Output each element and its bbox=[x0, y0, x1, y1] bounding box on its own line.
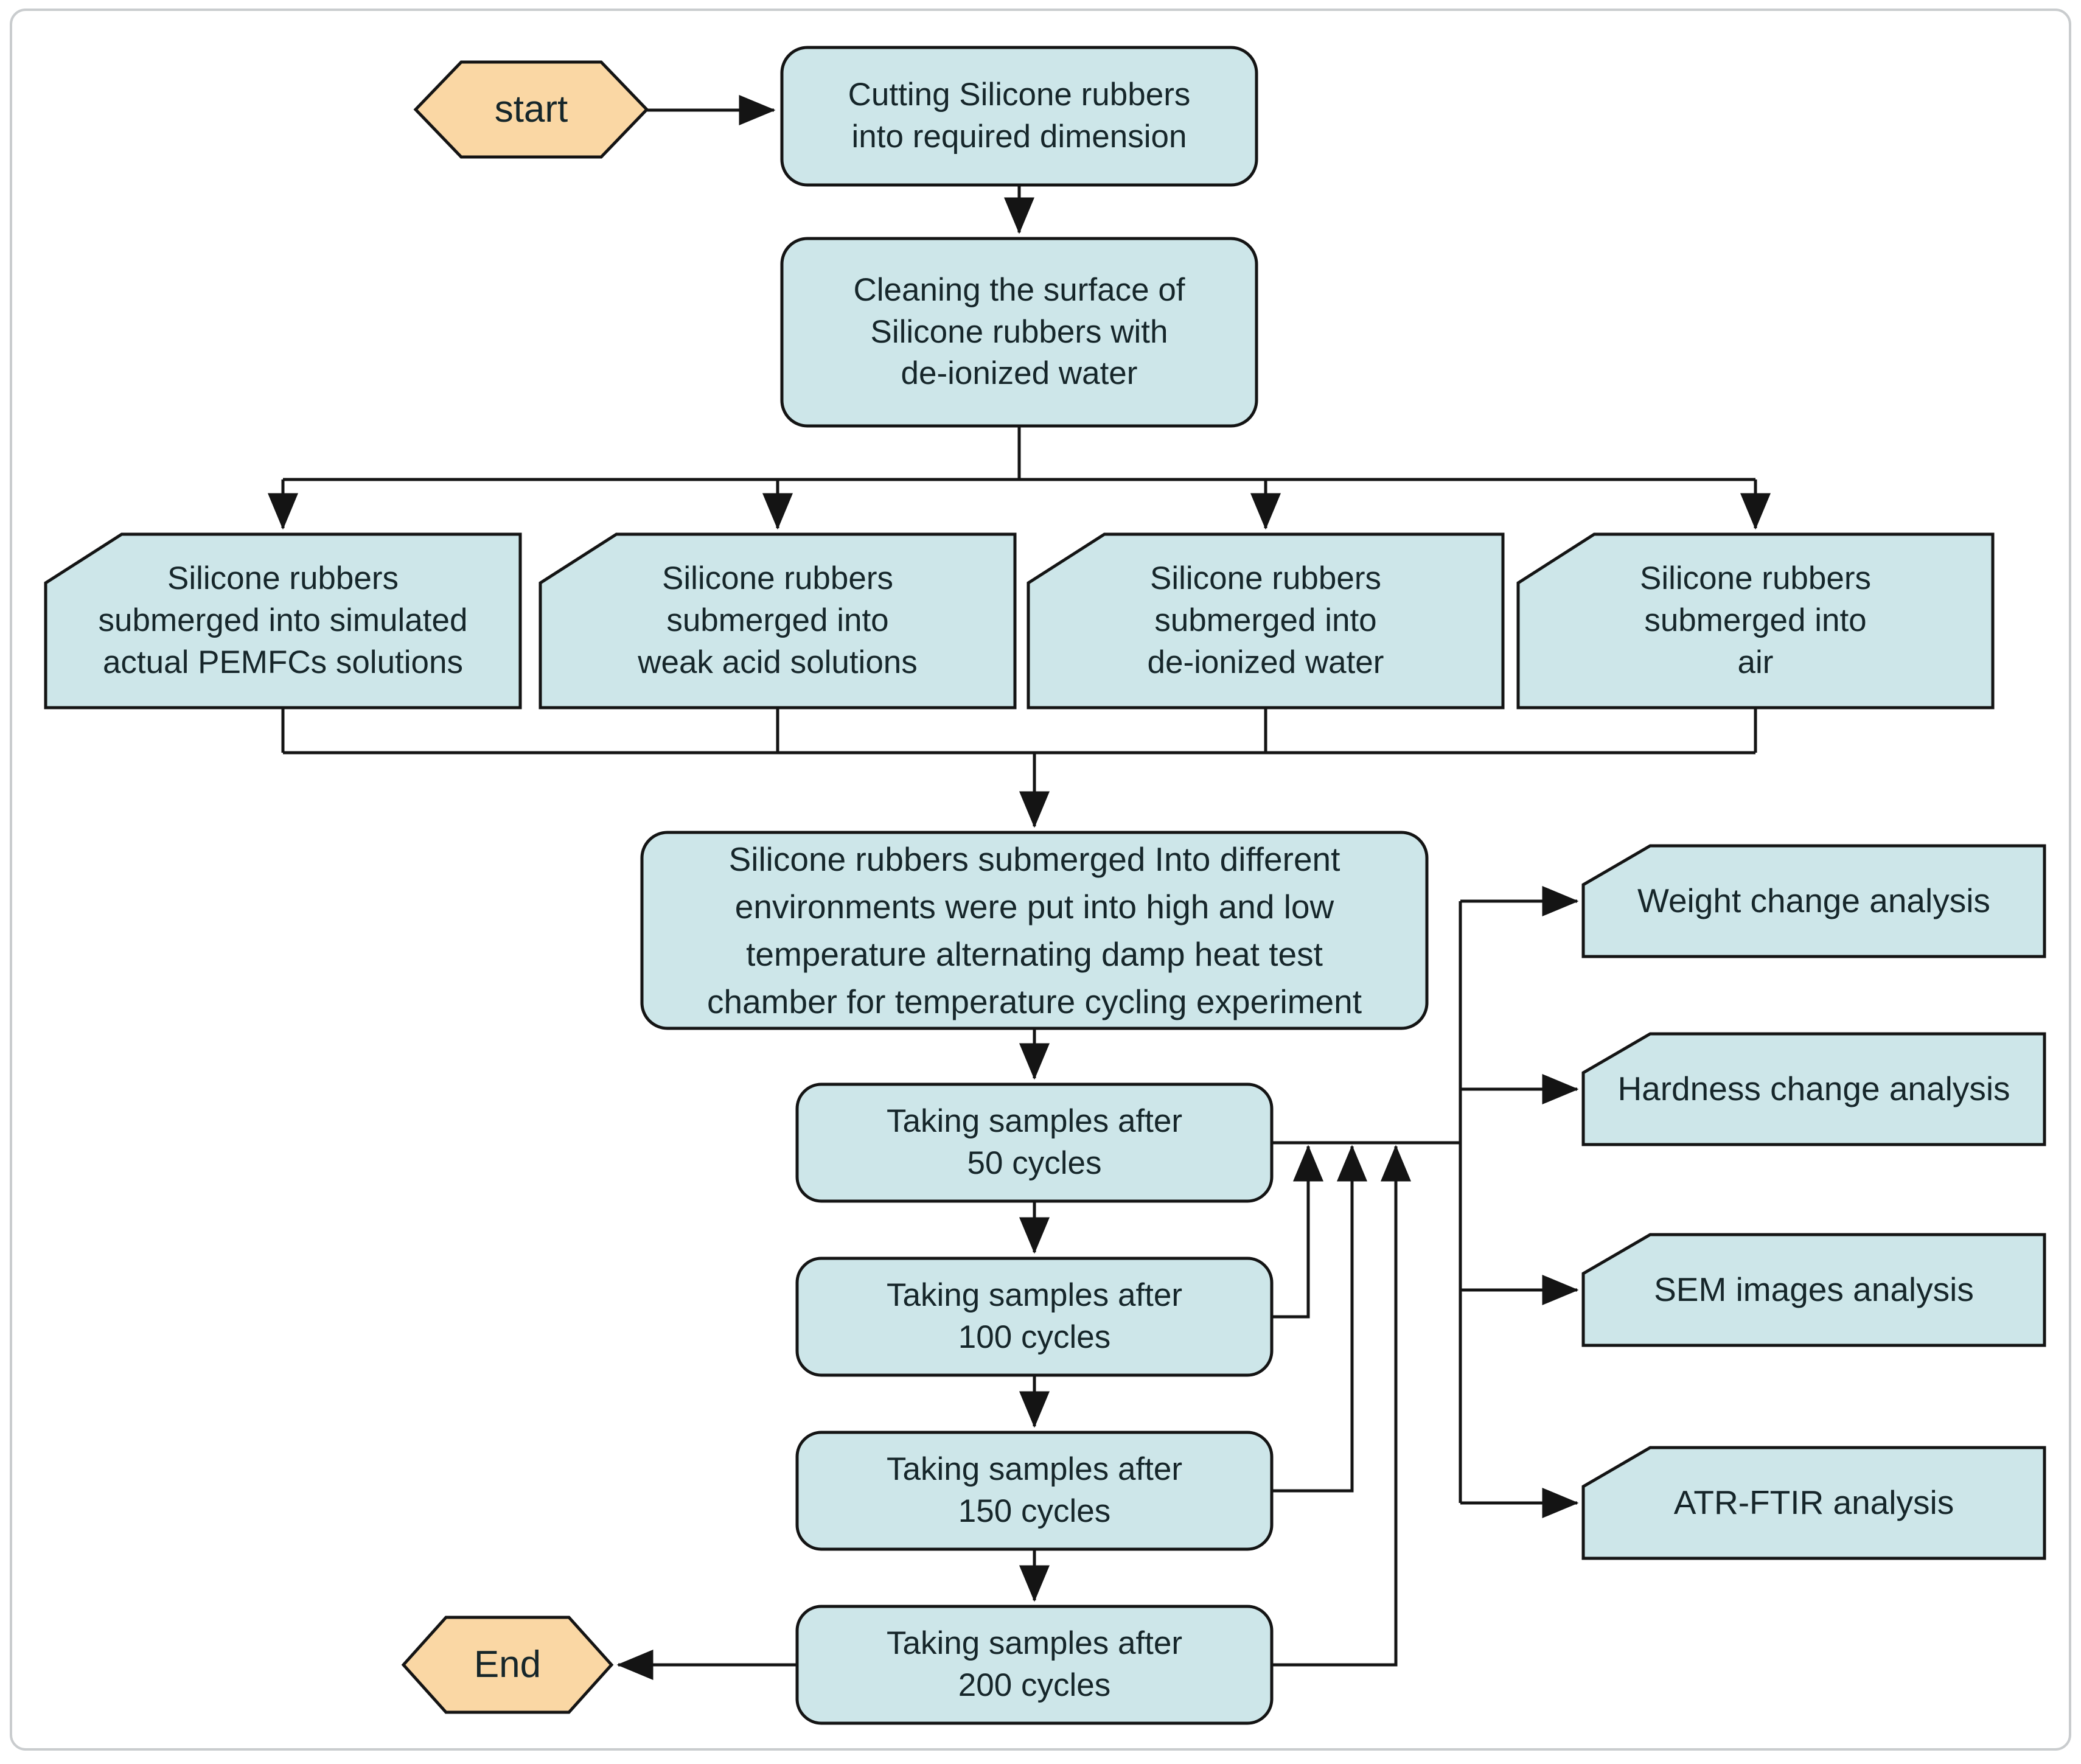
node-shape-cutting bbox=[780, 46, 1258, 187]
node-shape-samples200 bbox=[795, 1605, 1274, 1725]
node-label-end: End bbox=[473, 1643, 542, 1686]
node-shape-env-di-water bbox=[1027, 532, 1505, 709]
node-label-samples150: Taking samples after 150 cycles bbox=[886, 1451, 1183, 1529]
node-shape-hardness-analysis bbox=[1581, 1032, 2046, 1146]
node-label-samples100: Taking samples after 100 cycles bbox=[886, 1277, 1183, 1355]
node-label-env-air: Silicone rubbers submerged into air bbox=[1639, 560, 1872, 680]
node-shape-layer bbox=[44, 46, 2046, 1725]
connector-layer bbox=[268, 95, 1771, 1680]
node-shape-weight-analysis bbox=[1581, 844, 2046, 958]
node-label-weight-analysis: Weight change analysis bbox=[1637, 882, 1990, 920]
node-label-atr-analysis: ATR-FTIR analysis bbox=[1673, 1483, 1954, 1522]
node-shape-env-air bbox=[1516, 532, 1995, 709]
node-label-env-weak-acid: Silicone rubbers submerged into weak aci… bbox=[638, 560, 918, 680]
node-shape-atr-analysis bbox=[1581, 1446, 2046, 1560]
node-shape-chamber bbox=[640, 831, 1429, 1030]
node-label-chamber: Silicone rubbers submerged Into differen… bbox=[706, 840, 1362, 1021]
node-shape-env-pemfc bbox=[44, 532, 522, 709]
node-label-hardness-analysis: Hardness change analysis bbox=[1617, 1070, 2010, 1108]
edge-samples200-up bbox=[1272, 1145, 1411, 1667]
node-label-sem-analysis: SEM images analysis bbox=[1654, 1271, 1974, 1309]
node-label-start: start bbox=[494, 88, 568, 130]
node-label-cleaning: Cleaning the surface of Silicone rubbers… bbox=[853, 271, 1185, 392]
node-shape-samples50 bbox=[795, 1082, 1274, 1203]
edge-samples100-up bbox=[1272, 1145, 1323, 1319]
node-label-samples50: Taking samples after 50 cycles bbox=[886, 1103, 1183, 1181]
node-label-samples200: Taking samples after 200 cycles bbox=[886, 1625, 1183, 1703]
edge-samples150-up bbox=[1272, 1145, 1367, 1493]
node-shape-env-weak-acid bbox=[539, 532, 1017, 709]
node-shape-sem-analysis bbox=[1581, 1233, 2046, 1347]
node-shape-end bbox=[401, 1616, 614, 1714]
node-shape-cleaning bbox=[780, 237, 1258, 428]
node-shape-samples150 bbox=[795, 1431, 1274, 1551]
node-label-env-di-water: Silicone rubbers submerged into de-ioniz… bbox=[1147, 560, 1384, 680]
node-shape-start bbox=[413, 60, 649, 159]
node-label-env-pemfc: Silicone rubbers submerged into simulate… bbox=[98, 560, 468, 680]
node-label-cutting: Cutting Silicone rubbers into required d… bbox=[848, 77, 1191, 155]
node-shape-samples100 bbox=[795, 1257, 1274, 1377]
